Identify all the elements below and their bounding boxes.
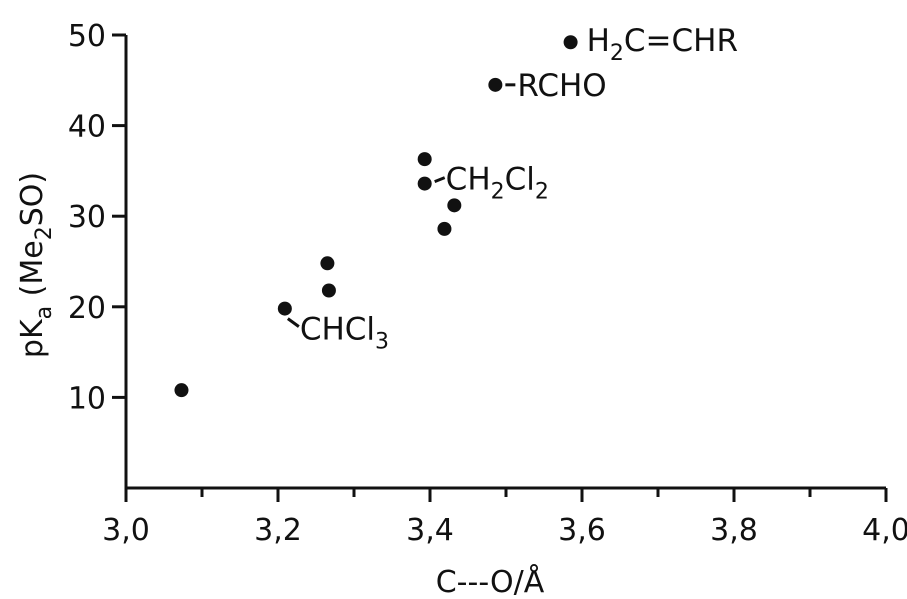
x-tick-label: 3,2 [254, 513, 302, 548]
x-tick-label: 3,0 [102, 513, 150, 548]
data-point [437, 221, 452, 236]
point-annotation: RCHO [517, 68, 606, 104]
annotation-leader [434, 176, 446, 183]
x-tick-label: 3,4 [406, 513, 454, 548]
axes [124, 35, 886, 490]
y-tick-label: 50 [68, 19, 106, 54]
x-tick-label: 3,8 [710, 513, 758, 548]
point-annotation: CH2Cl2 [446, 162, 549, 205]
data-point [174, 383, 189, 398]
point-annotation: H2C=CHR [587, 23, 738, 66]
data-point [277, 301, 292, 316]
ticks: 3,0 3,2 3,4 3,6 3,8 4,0 10 20 30 40 50 [68, 19, 907, 548]
data-point [447, 198, 462, 213]
data-point [417, 176, 432, 191]
data-point [417, 152, 432, 167]
y-tick-label: 40 [68, 110, 106, 145]
annotation-leader [286, 317, 300, 328]
y-axis-title: pKa (Me2SO) [15, 172, 57, 358]
x-tick-label: 3,6 [558, 513, 606, 548]
point-annotation: CHCl3 [300, 312, 389, 355]
data-point [320, 256, 335, 271]
data-point [563, 35, 578, 50]
data-point [488, 77, 503, 92]
x-tick-label: 4,0 [862, 513, 907, 548]
y-tick-label: 20 [68, 291, 106, 326]
x-axis-title: C---O/Å [436, 564, 545, 599]
data-point [321, 283, 336, 298]
y-tick-label: 30 [68, 200, 106, 235]
y-tick-label: 10 [68, 381, 106, 416]
data-points [174, 35, 578, 398]
